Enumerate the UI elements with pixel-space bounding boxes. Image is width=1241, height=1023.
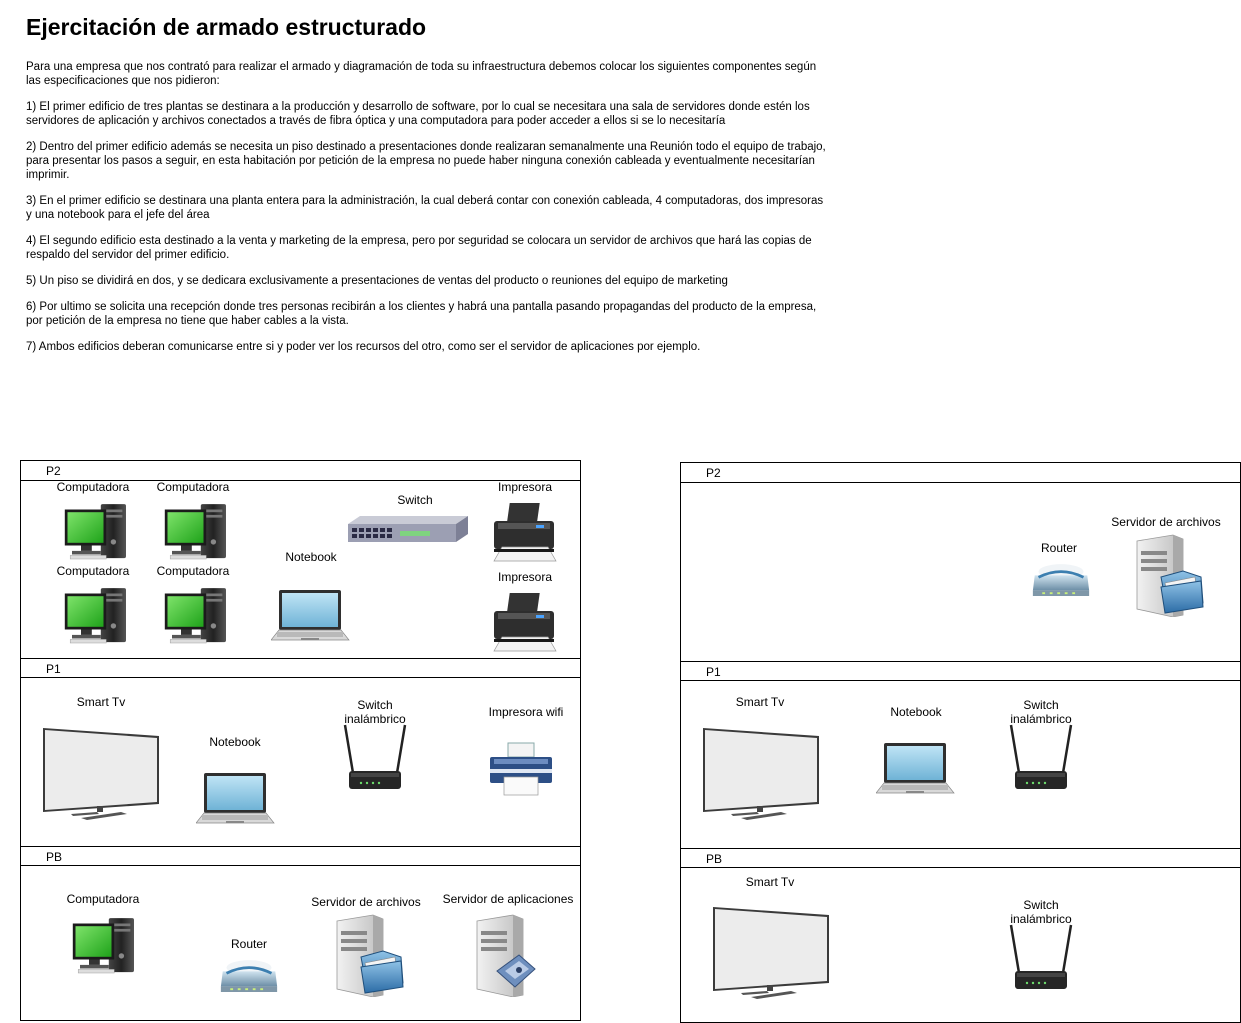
intro-paragraph: Para una empresa que nos contrató para r… [26, 61, 817, 87]
floor-label: PB [46, 850, 63, 864]
notebook-icon[interactable] [196, 771, 276, 827]
wireless-router-icon[interactable] [1009, 723, 1073, 795]
label-line: Switch [1023, 898, 1059, 912]
requirement-6: 6) Por ultimo se solicita una recepción … [26, 301, 817, 327]
requirement-7: 7) Ambos edificios deberan comunicarse e… [26, 341, 701, 353]
notebook-icon[interactable] [876, 741, 956, 797]
requirement-5: 5) Un piso se dividirá en dos, y se dedi… [26, 275, 728, 287]
wifi-printer-label: Impresora wifi [488, 705, 564, 719]
smart-tv-icon[interactable] [41, 726, 161, 822]
app-server-label: Servidor de aplicaciones [442, 892, 574, 906]
file-server-icon[interactable] [1131, 533, 1211, 617]
smart-tv-label: Smart Tv [745, 875, 795, 889]
floor-label: P2 [706, 466, 721, 480]
router-label: Router [230, 937, 268, 951]
computer-icon[interactable] [163, 583, 235, 649]
computer-label: Computadora [156, 564, 230, 578]
floor-label: P1 [706, 665, 721, 679]
smart-tv-icon[interactable] [701, 726, 821, 822]
floor-header-pb: PB [681, 848, 1240, 868]
page-title: Ejercitación de armado estructurado [26, 14, 427, 40]
requirement-4: 4) El segundo edificio esta destinado a … [26, 235, 812, 261]
building-1: P2 Computadora Computadora Computadora C… [20, 460, 581, 1021]
file-server-label: Servidor de archivos [1111, 515, 1221, 529]
label-line: inalámbrico [1010, 712, 1072, 726]
label-line: inalámbrico [1010, 912, 1072, 926]
floor-header-p1: P1 [21, 658, 580, 678]
file-server-icon[interactable] [331, 913, 411, 997]
floor-header-p2: P2 [681, 463, 1240, 483]
floor-header-p2: P2 [21, 461, 580, 481]
router-label: Router [1040, 541, 1078, 555]
notebook-label: Notebook [209, 735, 261, 749]
label-line: Switch [357, 698, 393, 712]
requirement-1: 1) El primer edificio de tres plantas se… [26, 101, 810, 127]
label-line: Switch [1023, 698, 1059, 712]
requirement-2: 2) Dentro del primer edificio además se … [26, 141, 826, 181]
floor-label: P1 [46, 662, 61, 676]
printer-icon[interactable] [490, 501, 560, 565]
computer-label: Computadora [156, 480, 230, 494]
router-icon[interactable] [219, 957, 279, 997]
file-server-label: Servidor de archivos [311, 895, 421, 909]
requirement-3: 3) En el primer edificio se destinara un… [26, 195, 824, 221]
smart-tv-label: Smart Tv [76, 695, 126, 709]
app-server-icon[interactable] [471, 913, 551, 997]
computer-label: Computadora [56, 564, 130, 578]
notebook-label: Notebook [890, 705, 942, 719]
computer-icon[interactable] [71, 913, 143, 979]
printer-label: Impresora [497, 480, 553, 494]
notebook-label: Notebook [285, 550, 337, 564]
wireless-router-icon[interactable] [343, 723, 407, 795]
smart-tv-label: Smart Tv [735, 695, 785, 709]
notebook-icon[interactable] [271, 588, 351, 644]
computer-label: Computadora [56, 480, 130, 494]
smart-tv-icon[interactable] [711, 905, 831, 1001]
computer-icon[interactable] [163, 499, 235, 565]
floor-label: P2 [46, 464, 61, 478]
router-icon[interactable] [1031, 561, 1091, 601]
building-2: P2 Router Servidor de archivos P1 Smart … [680, 462, 1241, 1023]
switch-icon[interactable] [348, 516, 468, 542]
switch-label: Switch [397, 493, 433, 507]
label-line: inalámbrico [344, 712, 406, 726]
wifi-printer-icon[interactable] [486, 741, 556, 797]
floor-header-p1: P1 [681, 661, 1240, 681]
floor-header-pb: PB [21, 846, 580, 866]
wireless-router-icon[interactable] [1009, 923, 1073, 995]
printer-icon[interactable] [490, 591, 560, 655]
printer-label: Impresora [497, 570, 553, 584]
floor-label: PB [706, 852, 723, 866]
computer-icon[interactable] [63, 583, 135, 649]
computer-icon[interactable] [63, 499, 135, 565]
computer-label: Computadora [66, 892, 140, 906]
